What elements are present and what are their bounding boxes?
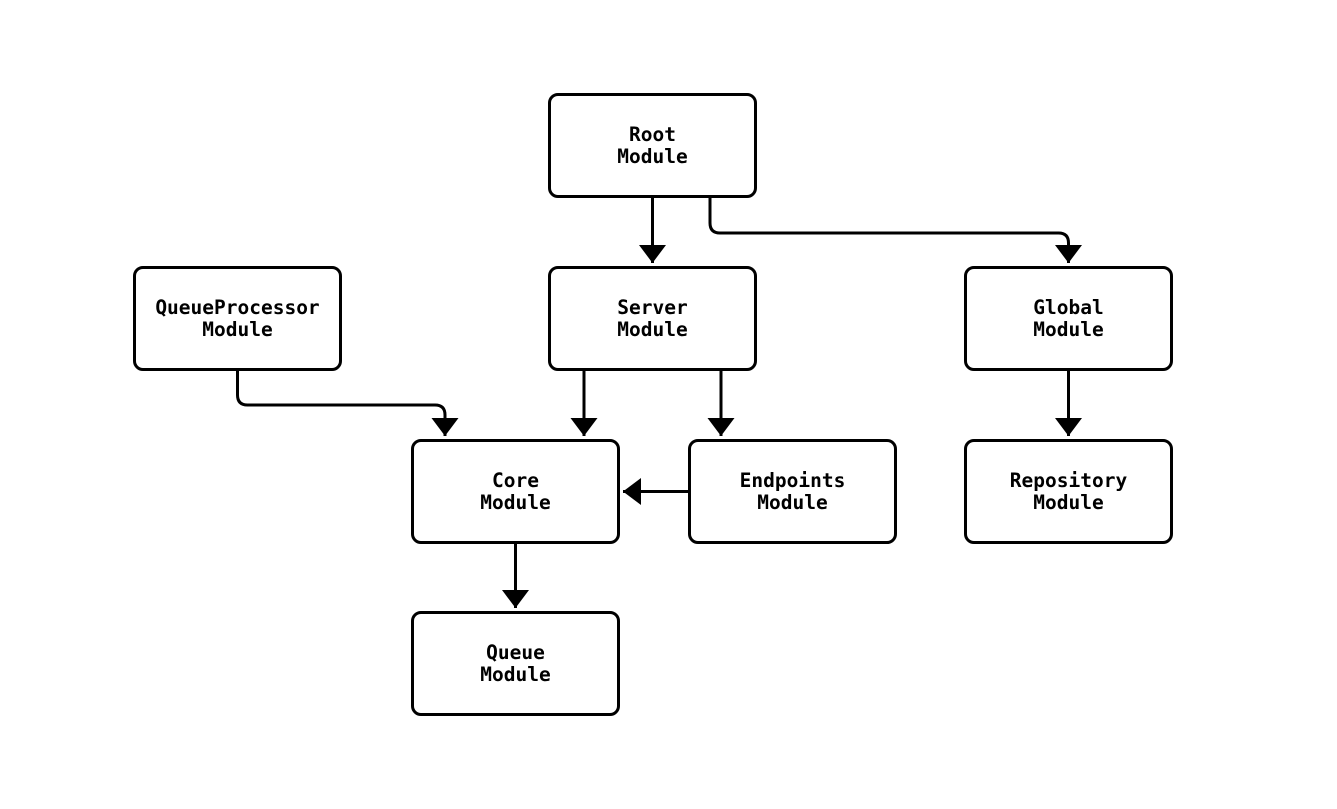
node-endpoints-module: Endpoints Module <box>688 439 897 544</box>
node-repository-module: Repository Module <box>964 439 1173 544</box>
node-queue-module: Queue Module <box>411 611 620 716</box>
node-core-module: Core Module <box>411 439 620 544</box>
edge-root-to-global <box>708 198 1082 263</box>
node-label: Root Module <box>617 122 688 168</box>
node-label: Global Module <box>1033 295 1104 341</box>
node-server-module: Server Module <box>548 266 757 371</box>
node-label: Queue Module <box>480 640 551 686</box>
node-root-module: Root Module <box>548 93 757 198</box>
node-global-module: Global Module <box>964 266 1173 371</box>
node-label: Server Module <box>617 295 688 341</box>
node-label: Endpoints Module <box>739 468 846 514</box>
node-queueprocessor-module: QueueProcessor Module <box>133 266 342 371</box>
edge-queueprocessor-to-core <box>236 371 459 436</box>
node-label: QueueProcessor Module <box>155 295 320 341</box>
node-label: Repository Module <box>1009 468 1128 514</box>
node-label: Core Module <box>480 468 551 514</box>
